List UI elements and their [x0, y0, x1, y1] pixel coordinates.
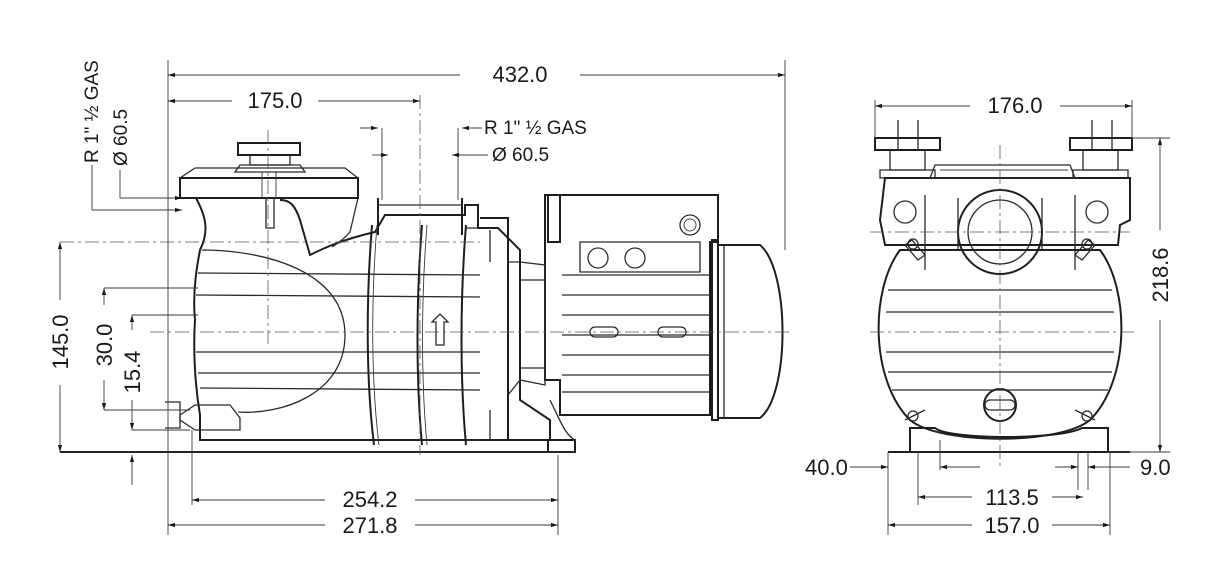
dim-foot-offset: 40.0	[805, 440, 980, 480]
dim-15-4: 15.4	[120, 351, 145, 394]
front-housing	[877, 164, 1131, 440]
dim-157: 157.0	[984, 513, 1039, 538]
dim-432: 432.0	[492, 62, 547, 87]
dim-30: 30.0	[92, 324, 117, 367]
side-view: 432.0 175.0 R 1" ½ GAS Ø 60.5	[48, 60, 790, 538]
dim-front-height: 218.6	[1108, 137, 1173, 453]
inlet-thread-label: R 1" ½ GAS	[82, 60, 103, 163]
dim-base-254: 254.2	[191, 430, 559, 535]
dim-176: 176.0	[987, 93, 1042, 118]
dim-9: 9.0	[1140, 455, 1171, 480]
dim-113: 113.5	[985, 485, 1038, 510]
dim-145: 145.0	[48, 314, 73, 369]
dim-drain-30: 30.0	[92, 287, 198, 411]
base-plate	[60, 439, 576, 453]
dim-inlet-outlet: 175.0	[168, 88, 420, 113]
strainer-housing	[165, 142, 551, 446]
dim-271: 271.8	[342, 513, 397, 538]
dim-218: 218.6	[1148, 247, 1173, 302]
outlet-thread-callout: R 1" ½ GAS Ø 60.5	[360, 118, 587, 200]
dim-40: 40.0	[805, 455, 848, 480]
dim-drain-15: 15.4	[120, 314, 198, 485]
outlet-diameter-label: Ø 60.5	[492, 145, 549, 166]
dim-hole-spacing: 113.5	[917, 452, 1083, 510]
dim-overall-length: 432.0	[167, 60, 786, 535]
outlet-thread-label: R 1" ½ GAS	[484, 118, 587, 139]
dim-175: 175.0	[247, 88, 302, 113]
inlet-thread-callout: R 1" ½ GAS Ø 60.5	[82, 60, 182, 213]
dim-254: 254.2	[342, 487, 397, 512]
dim-hole: 9.0	[1055, 452, 1171, 490]
dim-base-width: 157.0	[887, 452, 1111, 538]
dim-height-total: 145.0	[48, 242, 73, 452]
front-top-ports	[874, 120, 1133, 179]
dim-base-271: 271.8	[168, 513, 558, 538]
front-view: 176.0 218.6 40.0 9.0	[805, 93, 1173, 538]
dim-front-width: 176.0	[874, 93, 1133, 140]
motor	[507, 194, 784, 441]
inlet-diameter-label: Ø 60.5	[111, 109, 132, 166]
